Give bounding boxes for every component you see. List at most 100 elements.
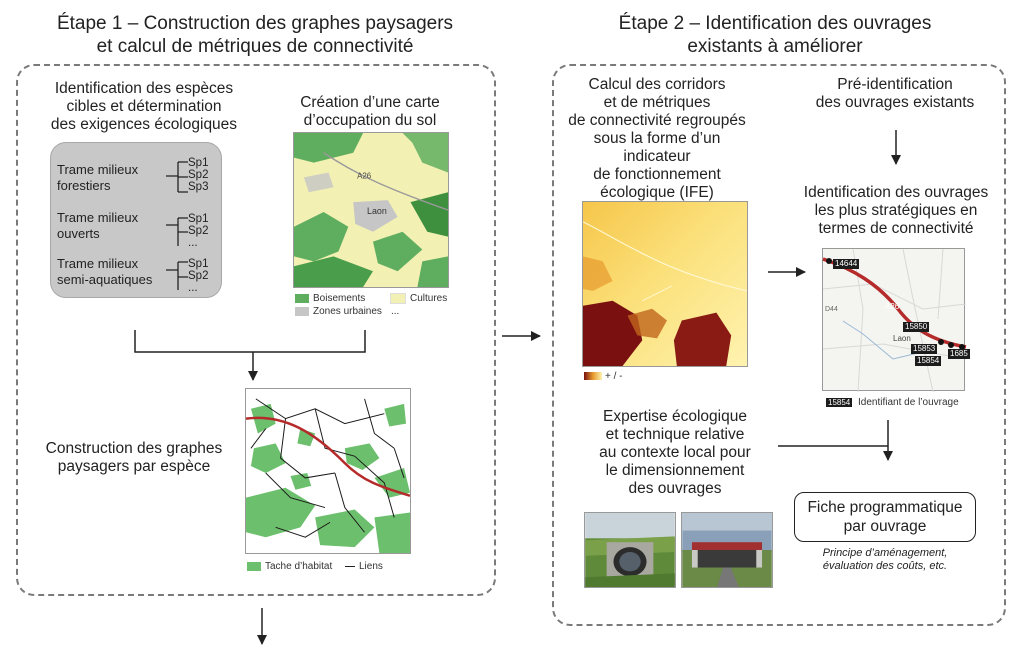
expertise-line4: le dimensionnement bbox=[605, 462, 745, 479]
stage1-title-line1: Étape 1 – Construction des graphes paysa… bbox=[56, 13, 454, 34]
trame-brackets bbox=[166, 161, 188, 290]
legend-boisements-label: Boisements bbox=[313, 293, 366, 304]
species-item: Sp1 bbox=[188, 157, 209, 169]
fiche-line2: par ouvrage bbox=[843, 518, 927, 535]
species-line1: Identification des espèces bbox=[54, 80, 234, 97]
fiche-box: Fiche programmatique par ouvrage bbox=[794, 492, 976, 542]
legend-patch-label: Tache d’habitat bbox=[265, 561, 333, 572]
ife-scale-label: + / - bbox=[605, 371, 623, 382]
stage1-box bbox=[16, 64, 496, 596]
legend-id-badge: 15854 bbox=[826, 398, 853, 407]
legend-cultures-label: Cultures bbox=[410, 293, 448, 305]
underpass-photo bbox=[681, 512, 773, 588]
landcover-map: A26 Laon bbox=[293, 132, 449, 288]
species-item: Sp2 bbox=[188, 270, 209, 282]
expertise-line2: et technique relative bbox=[605, 426, 745, 443]
ife-line3: de connectivité regroupés bbox=[568, 112, 746, 129]
expertise-line5: des ouvrages bbox=[628, 480, 722, 497]
ife-text: Calcul des corridors et de métriques de … bbox=[562, 76, 752, 202]
structure-id-badge: 15854 bbox=[915, 356, 942, 366]
structure-id-badge: 1685 bbox=[948, 349, 970, 359]
legend-etc-label: ... bbox=[391, 306, 400, 317]
ife-heatmap bbox=[582, 201, 748, 367]
expertise-text: Expertise écologique et technique relati… bbox=[580, 408, 770, 498]
landcover-legend-cultures: Cultures bbox=[390, 293, 447, 304]
legend-links-label: Liens bbox=[359, 561, 383, 572]
expertise-line3: au contexte local pour bbox=[599, 444, 751, 461]
trames-box bbox=[50, 142, 222, 298]
strategic-road2-label: D44 bbox=[825, 306, 838, 313]
structure-id-badge: 15853 bbox=[911, 344, 938, 354]
ife-line4: sous la forme d’un indicateur bbox=[593, 130, 721, 165]
culvert-photo bbox=[584, 512, 676, 588]
landcover-text: Création d’une carte d’occupation du sol bbox=[280, 94, 460, 130]
structure-id-badge: 15850 bbox=[903, 322, 930, 332]
strategic-line3: termes de connectivité bbox=[818, 220, 974, 237]
swatch-urbain bbox=[295, 306, 309, 316]
trame-aquatic-line1: Trame milieux bbox=[57, 256, 139, 271]
strategic-city-label: Laon bbox=[893, 334, 911, 343]
graph-construction-text: Construction des graphes paysagers par e… bbox=[34, 440, 234, 476]
trame-open-label: Trame milieux ouverts bbox=[57, 210, 177, 242]
trame-forest-species: Sp1 Sp2 Sp3 bbox=[188, 157, 208, 193]
preid-text: Pré-identification des ouvrages existant… bbox=[800, 76, 990, 112]
expertise-line1: Expertise écologique bbox=[603, 408, 747, 425]
strategic-line2: les plus stratégiques en bbox=[814, 202, 978, 219]
strategic-map: A26 D44 Laon 14644 15850 15853 15854 168… bbox=[822, 248, 970, 393]
trame-forest-label: Trame milieux forestiers bbox=[57, 162, 177, 194]
species-identification-text: Identification des espèces cibles et dét… bbox=[34, 80, 254, 134]
stage2-title-line1: Étape 2 – Identification des ouvrages bbox=[618, 13, 932, 34]
strategic-road-label: A26 bbox=[885, 302, 900, 311]
graph-legend-patch: Tache d’habitat bbox=[247, 561, 332, 572]
stage1-title-line2: et calcul de métriques de connectivité bbox=[96, 36, 414, 57]
species-item: Sp2 bbox=[188, 225, 209, 237]
landcover-line1: Création d’une carte bbox=[300, 94, 440, 111]
landcover-road-label: A26 bbox=[357, 171, 372, 180]
strategic-line1: Identification des ouvrages bbox=[803, 184, 989, 201]
trame-aquatic-species: Sp1 Sp2 ... bbox=[188, 258, 208, 294]
preid-line2: des ouvrages existants bbox=[815, 94, 975, 111]
graph-line1: Construction des graphes bbox=[45, 440, 223, 457]
species-line2: cibles et détermination bbox=[66, 98, 222, 115]
landcover-legend-etc: ... bbox=[391, 306, 399, 317]
species-item: Sp1 bbox=[188, 258, 209, 270]
ife-scale-bar bbox=[584, 372, 602, 380]
species-item: ... bbox=[188, 282, 198, 294]
landcover-legend-boisements: Boisements bbox=[295, 293, 365, 304]
trame-open-line2: ouverts bbox=[57, 226, 100, 241]
trame-open-species: Sp1 Sp2 ... bbox=[188, 213, 208, 249]
species-item: Sp2 bbox=[188, 169, 209, 181]
landcover-line2: d’occupation du sol bbox=[303, 112, 437, 129]
fiche-note-line1: Principe d’aménagement, bbox=[822, 547, 948, 559]
graph-line2: paysagers par espèce bbox=[57, 458, 211, 475]
landcover-city-label: Laon bbox=[367, 206, 387, 216]
preid-line1: Pré-identification bbox=[837, 76, 953, 93]
strategic-text: Identification des ouvrages les plus str… bbox=[790, 184, 1002, 238]
ife-line6: écologique (IFE) bbox=[600, 184, 714, 201]
landscape-graph-map bbox=[245, 388, 411, 554]
species-item: Sp1 bbox=[188, 213, 209, 225]
trame-forest-line1: Trame milieux bbox=[57, 162, 139, 177]
links-line-icon bbox=[345, 565, 355, 567]
ife-line2: et de métriques bbox=[603, 94, 711, 111]
strategic-map-roads: A26 D44 Laon bbox=[822, 248, 967, 393]
swatch-cultures bbox=[390, 293, 406, 304]
swatch-boisements bbox=[295, 293, 309, 303]
graph-legend-links: Liens bbox=[345, 561, 383, 572]
stage2-box bbox=[552, 64, 1006, 626]
species-item: Sp3 bbox=[188, 181, 209, 193]
landcover-legend-urbain: Zones urbaines bbox=[295, 306, 382, 317]
fiche-note: Principe d’aménagement, évaluation des c… bbox=[790, 547, 980, 573]
trame-open-line1: Trame milieux bbox=[57, 210, 139, 225]
stage2-title-line2: existants à améliorer bbox=[687, 36, 863, 57]
ife-line5: de fonctionnement bbox=[593, 166, 721, 183]
ife-line1: Calcul des corridors bbox=[588, 76, 726, 93]
strategic-legend: 15854 Identifiant de l’ouvrage bbox=[826, 397, 959, 408]
trame-aquatic-line2: semi-aquatiques bbox=[57, 272, 153, 287]
fiche-note-line2: évaluation des coûts, etc. bbox=[822, 560, 948, 572]
legend-urbain-label: Zones urbaines bbox=[313, 306, 382, 317]
trame-aquatic-label: Trame milieux semi-aquatiques bbox=[57, 256, 177, 288]
species-item: ... bbox=[188, 237, 198, 249]
legend-id-text: Identifiant de l’ouvrage bbox=[858, 397, 959, 408]
